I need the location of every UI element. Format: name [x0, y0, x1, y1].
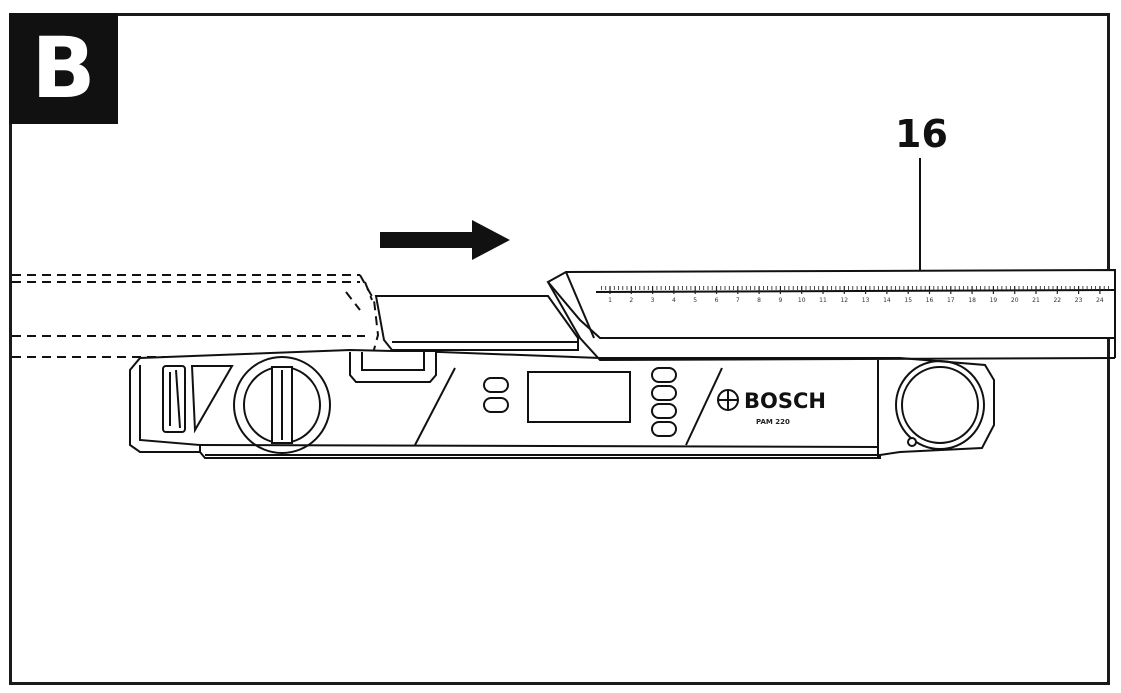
brand-name: BOSCH	[744, 389, 826, 413]
button-left-bottom	[483, 397, 509, 413]
arrow-right-icon	[380, 220, 510, 260]
dashed-extension-outline	[12, 274, 380, 358]
button-right-4	[651, 421, 677, 437]
callout-label-16: 16	[895, 112, 948, 156]
button-left-top	[483, 377, 509, 393]
ruler-scale-number: 4	[672, 297, 676, 304]
level-vial	[162, 365, 234, 434]
handle-slot	[349, 352, 437, 383]
button-right-3	[651, 403, 677, 419]
locking-knob-icon	[233, 356, 331, 454]
ruler-scale-number: 17	[947, 297, 955, 304]
ruler-scale-number: 20	[1011, 297, 1019, 304]
ruler-scale-number: 11	[819, 297, 827, 304]
display-screen	[527, 371, 631, 423]
bosch-logo-icon	[717, 389, 739, 411]
ruler-scale-number: 19	[990, 297, 998, 304]
extension-ruler	[546, 268, 1116, 362]
slide-tongue	[374, 295, 579, 351]
figure-frame	[9, 13, 1110, 685]
ruler-scale-number: 3	[651, 297, 655, 304]
ruler-scale-number: 1	[608, 297, 612, 304]
ruler-scale-number: 7	[736, 297, 740, 304]
ruler-scale-number: 15	[904, 297, 912, 304]
button-right-2	[651, 385, 677, 401]
ruler-scale-number: 21	[1032, 297, 1040, 304]
ruler-scale-number: 16	[926, 297, 934, 304]
right-buttons	[651, 367, 677, 437]
ruler-scale-number: 5	[693, 297, 697, 304]
rotary-wheel-icon	[895, 360, 985, 450]
left-buttons	[483, 377, 509, 413]
ruler-scale-number: 23	[1075, 297, 1083, 304]
ruler-scale-number: 14	[883, 297, 891, 304]
panel-label: B	[9, 13, 118, 124]
ruler-scale-number: 13	[862, 297, 870, 304]
ruler-scale-number: 8	[757, 297, 761, 304]
ruler-scale-number: 10	[798, 297, 806, 304]
ruler-scale-number: 6	[715, 297, 719, 304]
ruler-scale-number: 12	[840, 297, 848, 304]
ruler-scale-number: 2	[629, 297, 633, 304]
model-name: PAM 220	[756, 418, 790, 426]
ruler-scale-number: 22	[1053, 297, 1061, 304]
ruler-scale-number: 24	[1096, 297, 1104, 304]
ruler-scale-number: 18	[968, 297, 976, 304]
button-right-1	[651, 367, 677, 383]
ruler-scale-number: 9	[778, 297, 782, 304]
